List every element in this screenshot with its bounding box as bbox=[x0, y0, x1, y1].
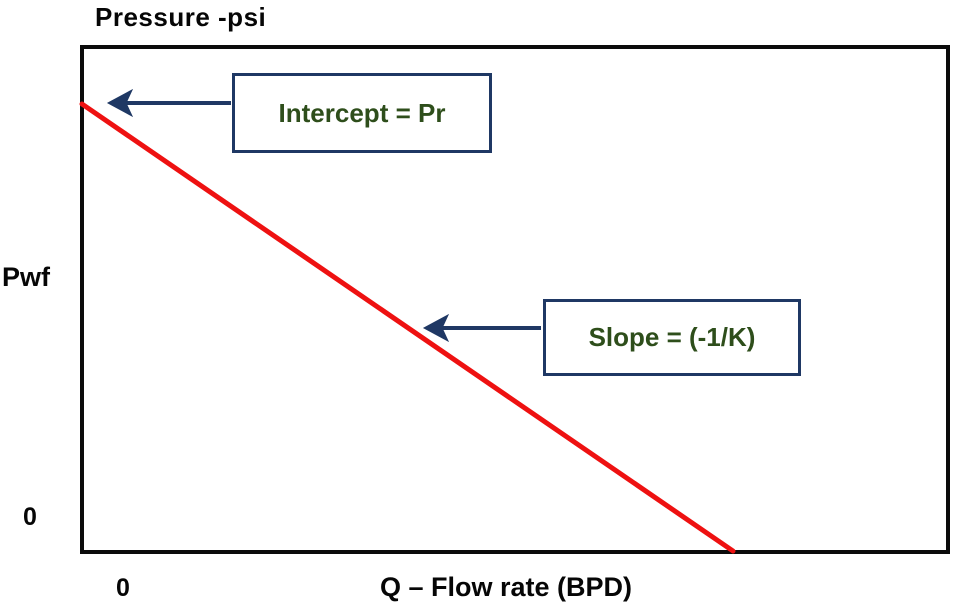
plot-area-frame bbox=[80, 45, 950, 554]
chart-title: Pressure -psi bbox=[95, 2, 267, 32]
x-axis-label: Q – Flow rate (BPD) bbox=[380, 572, 633, 602]
intercept-callout-label: Intercept = Pr bbox=[278, 97, 446, 128]
y-axis-label: Pwf bbox=[2, 262, 51, 292]
y-axis-zero-tick: 0 bbox=[23, 503, 37, 531]
slope-callout-label: Slope = (-1/K) bbox=[588, 322, 756, 352]
x-axis-zero-tick: 0 bbox=[116, 574, 130, 602]
intercept-callout-box: Intercept = Pr bbox=[232, 73, 492, 153]
slope-callout-box: Slope = (-1/K) bbox=[543, 299, 801, 376]
